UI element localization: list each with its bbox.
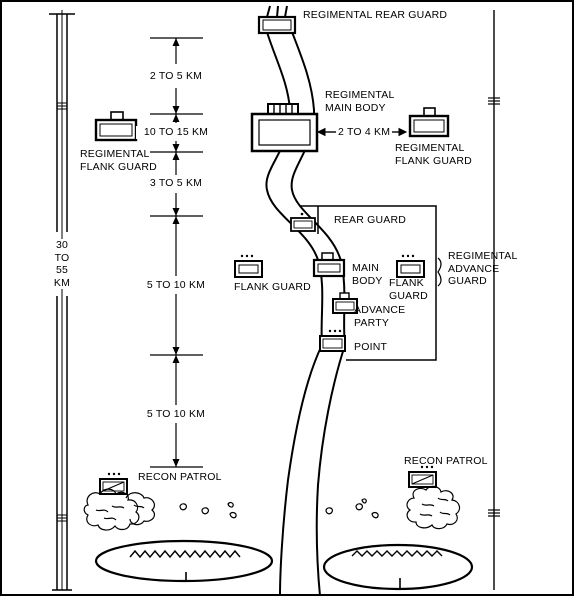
regimental-advance-guard-label: REGIMENTAL ADVANCE GUARD xyxy=(448,250,518,287)
trees-left xyxy=(83,488,237,531)
bottom-left-formation xyxy=(94,539,274,583)
left-regimental-flank-guard-label: REGIMENTAL FLANK GUARD xyxy=(80,148,157,173)
left-regimental-flank-guard-symbol xyxy=(94,111,138,142)
flank-guard-left-label: FLANK GUARD xyxy=(234,281,311,293)
flank-guard-left-symbol xyxy=(234,254,263,278)
regimental-rear-guard-symbol xyxy=(257,5,297,35)
distance-label-4: 5 TO 10 KM xyxy=(146,279,206,291)
advance-party-symbol xyxy=(332,292,358,314)
advance-party-label: ADVANCE PARTY xyxy=(354,304,406,329)
advance-guard-box xyxy=(300,205,437,361)
point-label: POINT xyxy=(354,341,388,353)
right-reference-bar xyxy=(488,10,500,590)
distance-label-2: 10 TO 15 KM xyxy=(136,126,216,139)
main-body-to-flank-arrow xyxy=(316,127,408,137)
total-distance-label: 30 TO 55 KM xyxy=(48,239,76,289)
recon-patrol-left-label: RECON PATROL xyxy=(138,471,222,483)
point-symbol xyxy=(319,329,346,352)
trees-right xyxy=(325,485,461,530)
distance-label-1: 2 TO 5 KM xyxy=(149,70,203,82)
total-distance-bar xyxy=(49,10,75,591)
advance-guard-brace xyxy=(437,257,442,287)
recon-patrol-right-label: RECON PATROL xyxy=(404,455,488,467)
dimension-arrowheads xyxy=(172,38,180,467)
flank-guard-right-symbol xyxy=(396,254,425,278)
regimental-main-body-symbol xyxy=(250,103,319,153)
right-regimental-flank-guard-label: REGIMENTAL FLANK GUARD xyxy=(395,142,472,167)
main-body-label: MAIN BODY xyxy=(352,262,383,287)
regimental-main-body-label: REGIMENTAL MAIN BODY xyxy=(325,89,395,114)
right-regimental-flank-guard-symbol xyxy=(408,107,450,138)
bottom-right-formation xyxy=(322,543,474,591)
flank-guard-right-label: FLANK GUARD xyxy=(389,277,428,302)
rear-guard-symbol xyxy=(290,212,316,232)
main-body-symbol xyxy=(312,252,346,278)
main-body-to-flank-distance: 2 TO 4 KM xyxy=(338,126,391,138)
distance-label-3: 3 TO 5 KM xyxy=(149,177,203,189)
dimension-lines xyxy=(150,37,203,468)
recon-patrol-right-symbol xyxy=(408,465,437,488)
distance-label-5: 5 TO 10 KM xyxy=(146,408,206,420)
regimental-rear-guard-label: REGIMENTAL REAR GUARD xyxy=(303,9,448,21)
rear-guard-label: REAR GUARD xyxy=(334,214,407,226)
